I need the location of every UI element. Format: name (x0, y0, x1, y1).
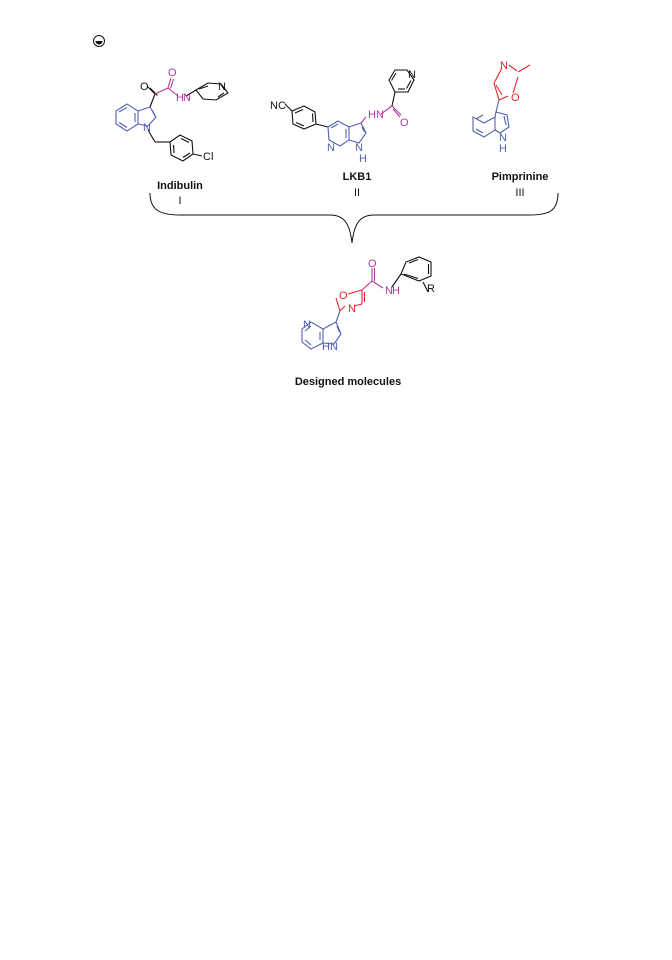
designed-atom-n-pyrrole: N (330, 341, 338, 353)
copyright-like-circle-icon (93, 35, 105, 47)
compound-number-indibulin: I (178, 195, 181, 207)
indibulin-atom-o-ketone: O (140, 81, 149, 93)
lkb1-atom-h: H (359, 153, 367, 165)
pimprinine-atom-o-oxazole: O (511, 92, 520, 104)
designed-molecules-label: Designed molecules (295, 376, 401, 388)
lkb1-atom-hn: HN (368, 109, 384, 121)
designed-atom-n-amide: N (385, 285, 393, 297)
designed-atom-n-oxazole: N (348, 303, 356, 315)
indibulin-atom-n-indole: N (143, 122, 151, 134)
indibulin-atom-o-amide: O (168, 67, 177, 79)
compound-number-lkb1: II (354, 187, 360, 199)
indibulin-atom-n-pyridine: N (218, 81, 226, 93)
designed-atom-o-oxazole: O (339, 290, 348, 302)
compound-name-pimprinine: Pimprinine (492, 171, 549, 183)
lkb1-structure: NC HN O N N N H (270, 69, 416, 165)
lkb1-atom-nc: NC (270, 100, 286, 112)
designed-atom-h-pyrrole: H (322, 341, 330, 353)
compound-number-pimprinine: III (515, 187, 524, 199)
pimprinine-atom-h: H (499, 143, 507, 155)
indibulin-structure: O O H N N N Cl (115, 67, 229, 163)
pimprinine-atom-n-oxazole: N (500, 60, 508, 72)
lkb1-atom-n-pyrrole: N (355, 142, 363, 154)
lkb1-atom-n-pyridine: N (408, 69, 416, 81)
indibulin-atom-n-amide: N (183, 92, 191, 104)
converging-brace (149, 192, 559, 244)
indibulin-atom-cl: Cl (203, 151, 213, 163)
designed-substituent-r: R (427, 283, 435, 295)
designed-atom-o-amide: O (368, 258, 377, 270)
designed-atom-n-pyridine: N (303, 319, 311, 331)
designed-molecule-structure: O N H R O N N N H (301, 256, 435, 353)
indibulin-atom-h: H (176, 92, 184, 104)
lkb1-atom-o-amide: O (400, 117, 409, 129)
pimprinine-atom-n-indole: N (499, 132, 507, 144)
lkb1-atom-n-ring: N (327, 142, 335, 154)
compound-name-indibulin: Indibulin (157, 180, 203, 192)
pimprinine-structure: N O N H (472, 60, 531, 155)
designed-atom-h-amide: H (392, 285, 400, 297)
compound-name-lkb1: LKB1 (343, 171, 372, 183)
